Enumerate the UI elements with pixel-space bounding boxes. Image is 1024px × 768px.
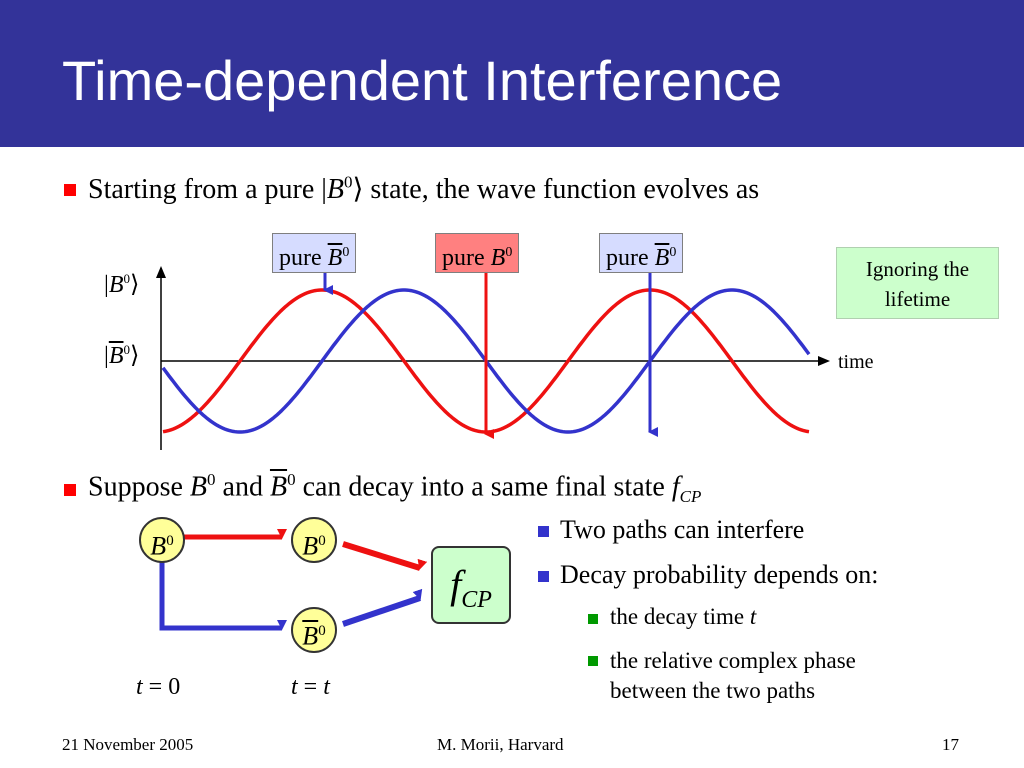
bullet-1-text: Starting from a pure |B0⟩ state, the wav… [88,172,760,205]
ket-b0-label: |B0⟩ [104,271,140,298]
x-axis-arrow-icon [818,356,830,366]
lower-to-fcp-arrow [342,588,423,627]
sub-bullet-2-line2: between the two paths [610,678,816,703]
right-bullet-2: Decay probability depends on: [560,560,879,589]
bullet-square-icon [538,571,549,582]
upper-to-fcp-arrow [342,541,428,571]
sub-bullet-2-line1: the relative complex phase [610,648,856,673]
lifetime-note: Ignoring the lifetime [836,247,999,319]
bullet-square-icon [588,656,598,666]
time-label-tt: t = t [291,674,330,700]
bullet-square-icon [588,614,598,624]
tag-pure-b0bar-2: pure B0 [599,233,684,273]
footer-date: 21 November 2005 [62,735,194,754]
node-b0bar-lower: B0 [291,607,337,653]
footer-page-number: 17 [942,735,959,754]
lifetime-note-line1: Ignoring the [865,257,970,281]
bullet-square-icon [64,184,76,196]
time-label-t0: t = 0 [136,674,181,700]
node-b0-start: B0 [139,517,185,563]
y-axis-arrow-icon [156,266,166,278]
lifetime-note-line2: lifetime [884,287,951,311]
title-bar [0,0,1024,147]
bullet-2-text: Suppose B0 and B0 can decay into a same … [88,470,702,506]
node-b0-upper: B0 [291,517,337,563]
footer-author: M. Morii, Harvard [437,735,564,754]
ket-b0bar-label: |B0⟩ [104,342,140,369]
slide-title: Time-dependent Interference [62,49,783,112]
lower-path-arrow [159,561,287,631]
bullet-square-icon [538,526,549,537]
node-fcp-final: fCP [431,546,511,624]
tag-pure-b0: pure B0 [435,233,520,273]
bullet-square-icon [64,484,76,496]
time-axis-label: time [838,351,874,373]
right-bullet-1: Two paths can interfere [560,515,805,544]
sub-bullet-2: the relative complex phase between the t… [610,646,856,706]
tag-pure-b0bar-1: pure B0 [272,233,357,273]
sub-bullet-1: the decay time t [610,604,757,629]
